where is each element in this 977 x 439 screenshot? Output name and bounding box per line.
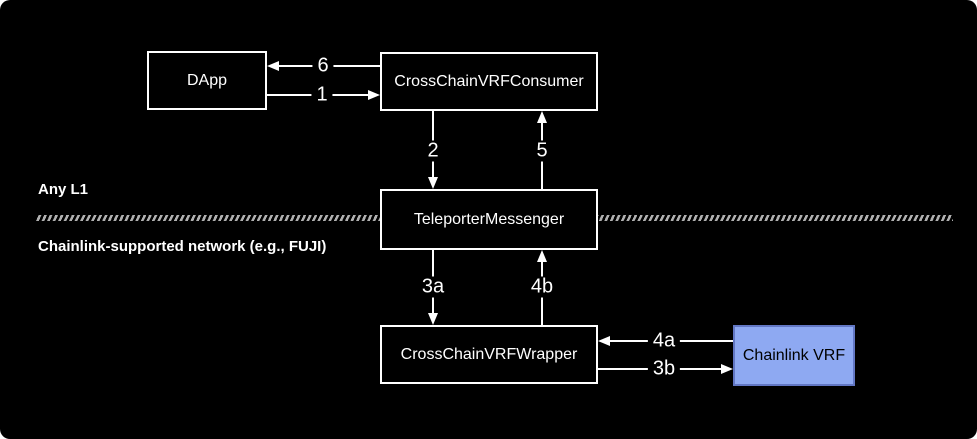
node-dapp: DApp [147,51,267,110]
edge-4b-arrowhead [537,250,547,262]
node-teleporter-messenger: TeleporterMessenger [380,189,598,250]
edge-1-arrowhead [368,90,380,100]
edge-4a-label: 4a [647,330,681,352]
node-crosschain-vrf-wrapper: CrossChainVRFWrapper [380,325,598,384]
edge-3a-arrowhead [428,313,438,325]
edge-2-label: 2 [422,140,444,162]
node-crosschain-vrf-consumer: CrossChainVRFConsumer [380,52,598,111]
edge-3b-arrowhead [721,364,733,374]
node-consumer-label: CrossChainVRFConsumer [394,72,584,90]
edge-1-label: 1 [311,84,333,106]
node-wrapper-label: CrossChainVRFWrapper [400,345,578,363]
edge-3b-label: 3b [647,358,681,380]
node-chainlink-vrf: Chainlink VRF [733,325,855,386]
edge-2-arrowhead [428,177,438,189]
edge-5-arrowhead [537,111,547,123]
edge-5-label: 5 [531,140,553,162]
edge-3a-label: 3a [416,276,450,298]
edge-4a-arrowhead [598,336,610,346]
edge-4b-label: 4b [525,276,559,298]
edge-6-arrowhead [267,61,279,71]
node-messenger-label: TeleporterMessenger [413,210,565,228]
region-label-any-l1: Any L1 [38,181,89,198]
region-label-chainlink-network: Chainlink-supported network (e.g., FUJI) [38,238,327,255]
node-dapp-label: DApp [186,71,228,89]
edge-6-label: 6 [312,55,334,77]
node-chainlink-label: Chainlink VRF [742,346,846,364]
